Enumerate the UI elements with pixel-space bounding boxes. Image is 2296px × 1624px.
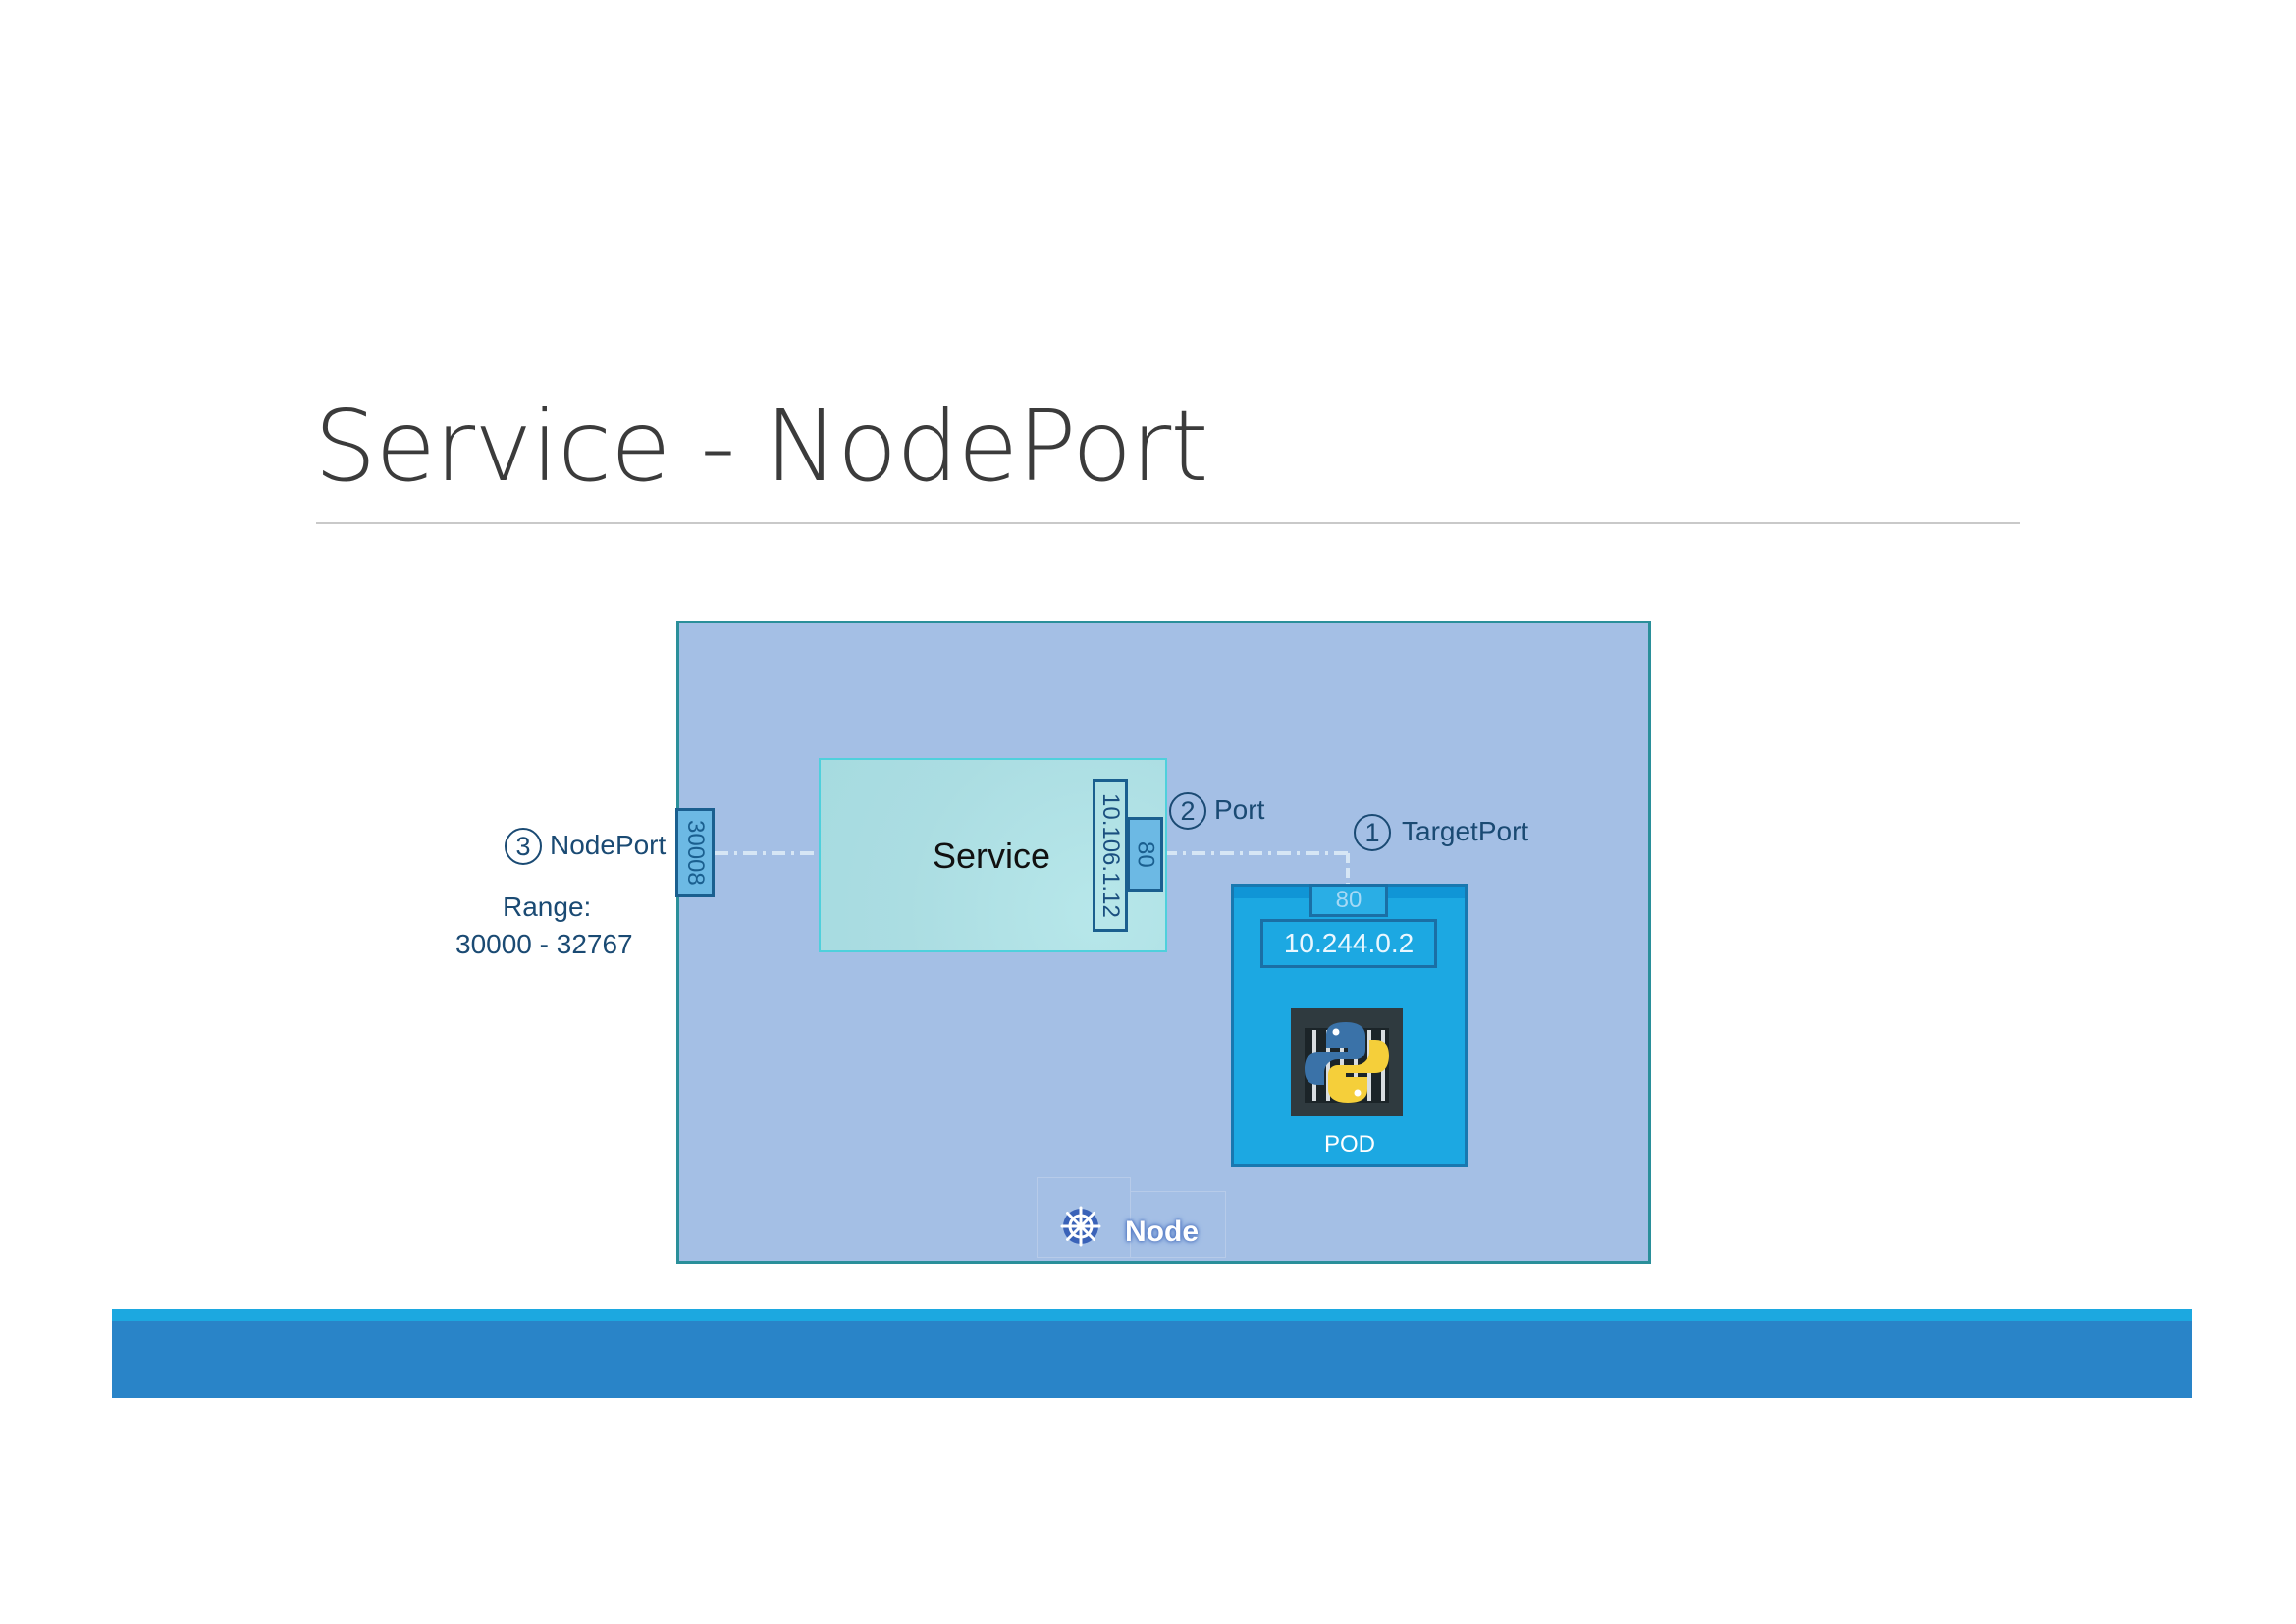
pod-label: POD [1324, 1131, 1376, 1158]
cluster-ip-value: 10.106.1.12 [1097, 792, 1124, 918]
nodeport-box: 30008 [675, 808, 715, 897]
footer-band-light [112, 1309, 2192, 1321]
service-label: Service [933, 836, 1051, 876]
nodeport-step-number: 3 [505, 828, 542, 865]
kubernetes-helm-icon [1060, 1206, 1101, 1247]
range-label: Range: [503, 892, 592, 922]
targetport-callout-label: TargetPort [1402, 816, 1529, 846]
targetport-step-number: 1 [1354, 814, 1391, 851]
pod-ip-box: 10.244.0.2 [1260, 919, 1437, 968]
service-port-box: 80 [1127, 817, 1163, 892]
title-divider [316, 522, 2020, 524]
node-badge-frame [1037, 1177, 1226, 1258]
python-container-icon [1291, 1008, 1403, 1116]
nodeport-callout-label: NodePort [550, 830, 667, 860]
service-port-value: 80 [1132, 840, 1159, 868]
slide-title: Service - NodePort [314, 389, 1208, 504]
service-box [819, 758, 1167, 952]
range-value: 30000 - 32767 [455, 929, 633, 959]
port-callout-label: Port [1214, 794, 1265, 825]
cluster-ip-box: 10.106.1.12 [1093, 779, 1128, 932]
pod-targetport-box: 80 [1309, 884, 1388, 917]
nodeport-value: 30008 [682, 820, 709, 886]
port-step-number: 2 [1169, 792, 1206, 830]
footer-band-dark [112, 1321, 2192, 1398]
node-label: Node [1125, 1216, 1199, 1248]
